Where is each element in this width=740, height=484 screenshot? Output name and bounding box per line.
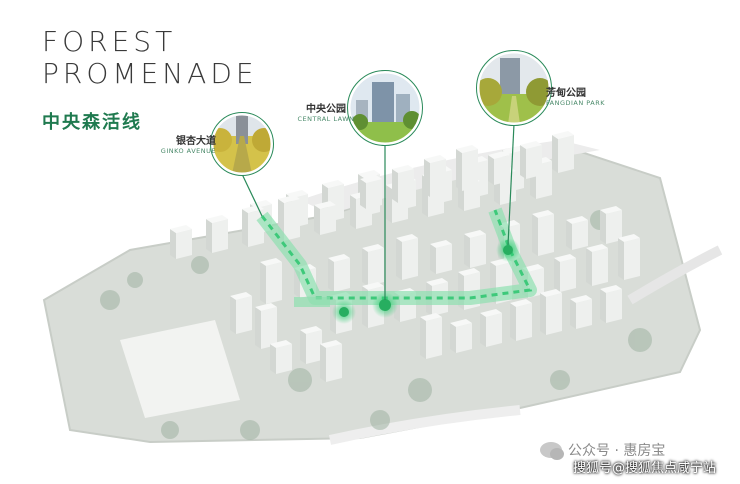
ginko-avenue-photo [210,112,274,176]
building [230,292,252,334]
buildings [170,131,640,382]
building [362,244,384,286]
title-line-1: FOREST [42,25,177,58]
building [424,155,446,197]
building [618,234,640,280]
building [456,145,478,191]
building [430,240,452,274]
watermark: 搜狐号@搜狐焦点咸宁站 [572,461,716,476]
building [600,206,622,244]
building [392,165,414,203]
title-line-2: PROMENADE [42,57,258,90]
callout-cn: 中央公园 [306,104,346,115]
fangdian-park-photo [476,50,552,126]
promenade-nodes [332,238,520,324]
building [532,210,554,256]
callout-fangdian-park: 芳甸公园 FANGDIAN PARK [546,84,605,107]
building [242,205,264,247]
building [480,309,502,347]
wechat-icon [540,442,564,460]
callout-ginko-avenue: 银杏大道 GINKO AVENUE [158,132,216,155]
building [300,326,322,364]
building [510,299,532,341]
building [278,195,300,241]
leader-lines [241,123,515,300]
building [540,289,562,335]
building [260,258,282,304]
building [396,234,418,280]
building [566,216,588,250]
title-english: FOREST PROMENADE [42,26,258,90]
building [554,254,576,292]
building [520,141,542,179]
building [360,175,382,209]
building [170,225,192,259]
building [600,285,622,323]
callout-central-lawn: 中央公园 CENTRAL LAWN [296,100,356,123]
building [255,303,277,349]
callout-cn: 芳甸公园 [546,88,586,99]
building [586,244,608,286]
building [320,340,342,382]
title-chinese: 中央森活线 [42,112,142,133]
wechat-account: 公众号 · 惠房宝 [540,440,665,460]
callout-en: FANGDIAN PARK [546,99,606,107]
callout-cn: 银杏大道 [176,136,216,147]
building [570,295,592,329]
building [314,201,336,235]
building [450,319,472,353]
central-lawn-photo [347,70,423,146]
building [488,151,510,185]
building [552,131,574,173]
wechat-account-name: 公众号 · 惠房宝 [568,443,666,459]
callout-en: GINKO AVENUE [160,147,216,155]
building [464,230,486,268]
callout-en: CENTRAL LAWN [297,115,355,123]
building [206,215,228,253]
building [420,313,442,359]
building [328,254,350,292]
building [270,340,292,374]
